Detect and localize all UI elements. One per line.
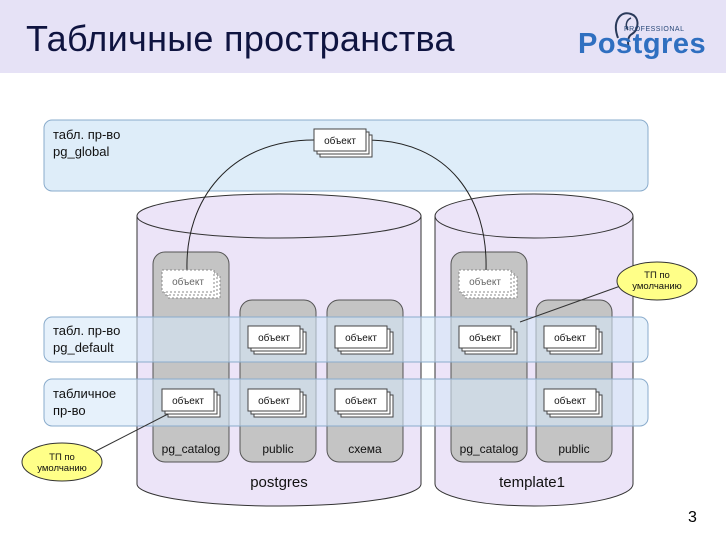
band-label-default-line2: pg_default [53, 340, 114, 355]
slide-header [0, 0, 726, 73]
svg-text:объект: объект [554, 395, 586, 407]
object-custom-postgres-schema: объект [334, 388, 394, 418]
svg-text:объект: объект [345, 395, 377, 407]
slide-title: Табличные пространства [26, 18, 455, 59]
band-label-custom-line2: пр-во [53, 403, 86, 418]
database-label-template1: template1 [499, 474, 565, 491]
svg-text:объект: объект [324, 135, 356, 147]
link-arc-postgres [186, 139, 315, 271]
object-default-template1-public: объект [543, 325, 603, 355]
svg-text:объект: объект [469, 276, 501, 288]
object-dashed-postgres-catalog: объект [161, 269, 221, 299]
schema-label-pg-catalog-postgres: pg_catalog [162, 442, 221, 456]
svg-text:объект: объект [554, 332, 586, 344]
logo-professional-text: PROFESSIONAL [624, 26, 685, 33]
callout-left-line1: ТП по [49, 452, 75, 463]
object-dashed-template1-catalog: объект [458, 269, 518, 299]
slide-number: 3 [688, 509, 697, 526]
object-global: объект [313, 128, 373, 158]
band-label-custom-line1: табличное [53, 386, 116, 401]
callout-right-line1: ТП по [644, 270, 670, 281]
schema-label-schema-postgres: схема [348, 442, 382, 456]
svg-text:объект: объект [172, 276, 204, 288]
object-default-postgres-schema: объект [334, 325, 394, 355]
schema-label-public-template1: public [558, 442, 589, 456]
band-label-global-line1: табл. пр-во [53, 127, 120, 142]
database-label-postgres: postgres [250, 474, 308, 491]
object-custom-template1-public: объект [543, 388, 603, 418]
callout-pointer-left [93, 413, 169, 453]
svg-text:объект: объект [258, 395, 290, 407]
link-arc-template1 [365, 139, 487, 271]
elephant-icon [614, 12, 639, 49]
callout-bubble-right [616, 261, 698, 301]
callout-bubble-left [21, 442, 103, 482]
callout-right-line2: умолчанию [632, 281, 682, 292]
callout-pointer-right [519, 283, 627, 323]
callout-left-line2: умолчанию [37, 463, 87, 474]
schema-label-pg-catalog-template1: pg_catalog [460, 442, 519, 456]
object-custom-postgres-public: объект [247, 388, 307, 418]
logo-wordmark: Postgres [578, 28, 707, 60]
svg-text:объект: объект [258, 332, 290, 344]
band-label-default-line1: табл. пр-во [53, 323, 120, 338]
svg-text:объект: объект [469, 332, 501, 344]
postgres-professional-logo: PROFESSIONAL Postgres [578, 8, 707, 66]
svg-text:объект: объект [172, 395, 204, 407]
svg-text:объект: объект [345, 332, 377, 344]
schema-label-public-postgres: public [262, 442, 293, 456]
band-label-global-line2: pg_global [53, 144, 109, 159]
object-default-template1-catalog: объект [458, 325, 518, 355]
object-custom-postgres-catalog: объект [161, 388, 221, 418]
object-default-postgres-public: объект [247, 325, 307, 355]
